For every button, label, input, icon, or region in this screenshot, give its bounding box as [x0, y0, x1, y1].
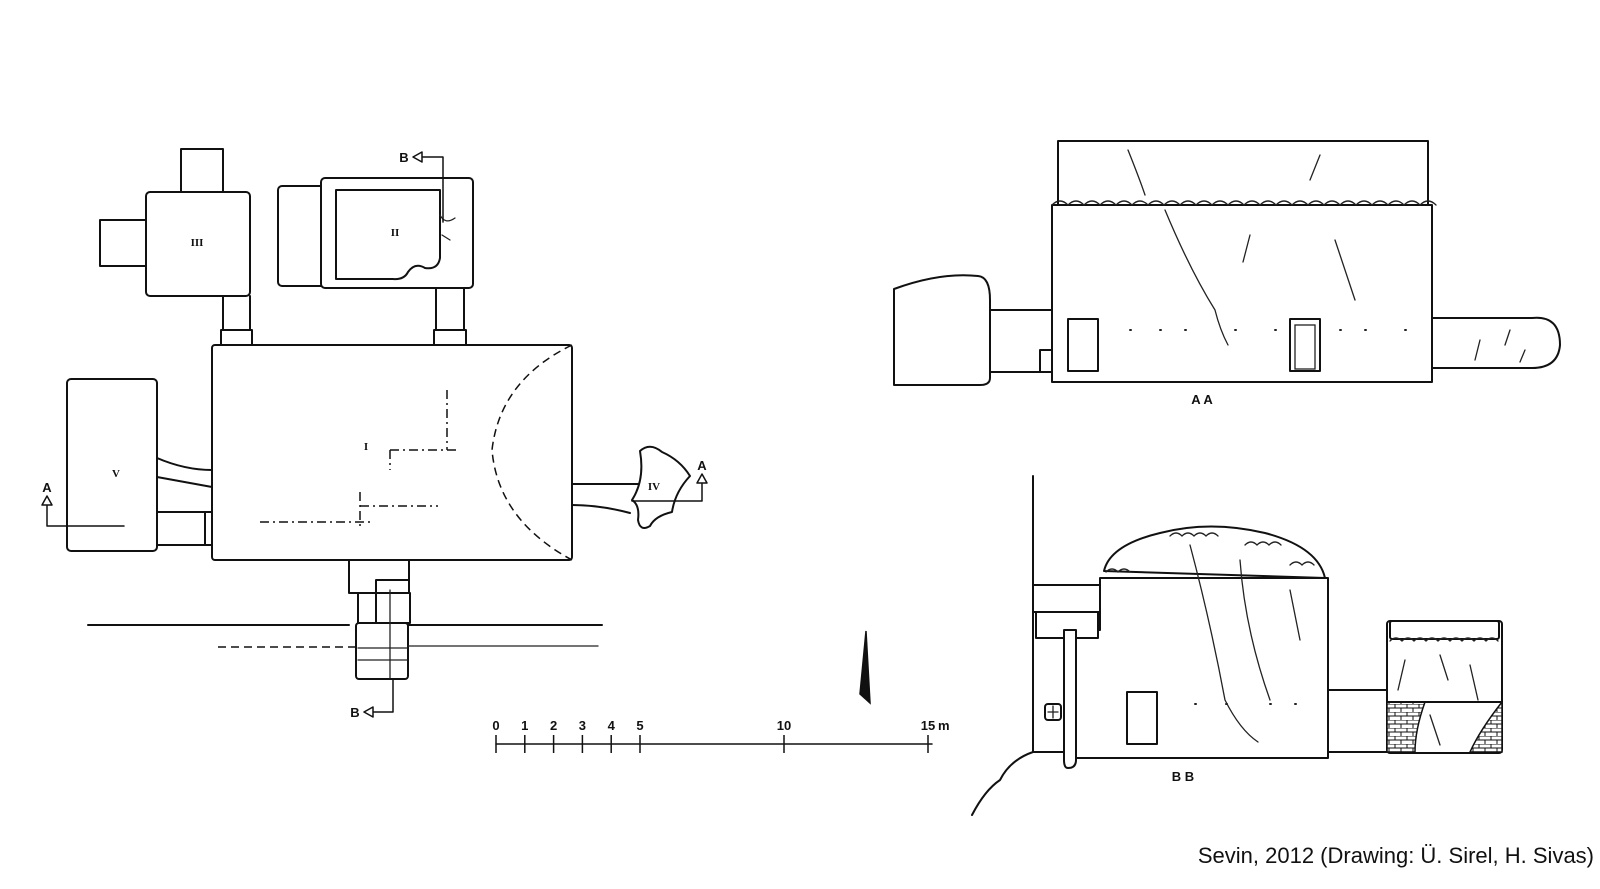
svg-text:A: A [697, 458, 707, 473]
scale-label-10: 10 [777, 718, 791, 733]
scale-label-2: 2 [550, 718, 557, 733]
room-1-label: I [364, 441, 368, 453]
passage-2-step [433, 329, 467, 347]
section-marker-a-left: A [41, 480, 125, 527]
section-bb: B B [971, 475, 1503, 816]
north-arrow-icon [859, 630, 871, 705]
room-1: I [211, 344, 573, 561]
section-marker-a-right: A [631, 458, 708, 502]
svg-text:B: B [399, 150, 408, 165]
scale-label-3: 3 [579, 718, 586, 733]
room-3-label: III [191, 237, 204, 249]
room-5-label: V [112, 468, 120, 480]
scale-label-15: 15 [921, 718, 935, 733]
scale-label-5: 5 [636, 718, 643, 733]
section-marker-b-bottom: B [350, 679, 394, 720]
room-4: IV [571, 445, 691, 529]
section-marker-b-top: B [399, 150, 444, 223]
scale-label-4: 4 [608, 718, 616, 733]
drawing-credit: Sevin, 2012 (Drawing: Ü. Sirel, H. Sivas… [1197, 843, 1594, 868]
passage-3-step [220, 329, 253, 347]
section-aa-label: A A [1191, 392, 1213, 407]
entrance-corridor [348, 559, 411, 680]
room-2-label: II [391, 227, 400, 239]
scale-label-1: 1 [521, 718, 528, 733]
room-4-label: IV [648, 481, 660, 493]
room-3: III [99, 148, 251, 297]
svg-text:A: A [42, 480, 52, 495]
roof-stone-line [1051, 200, 1437, 206]
svg-text:B: B [350, 705, 359, 720]
floor-plan: III II I V [41, 148, 708, 720]
room-2: II [277, 177, 474, 289]
section-aa: A A [893, 140, 1561, 407]
scale-label-0: 0 [492, 718, 499, 733]
room-5: V [66, 378, 213, 552]
scale-unit: m [938, 718, 950, 733]
section-bb-label: B B [1172, 769, 1194, 784]
